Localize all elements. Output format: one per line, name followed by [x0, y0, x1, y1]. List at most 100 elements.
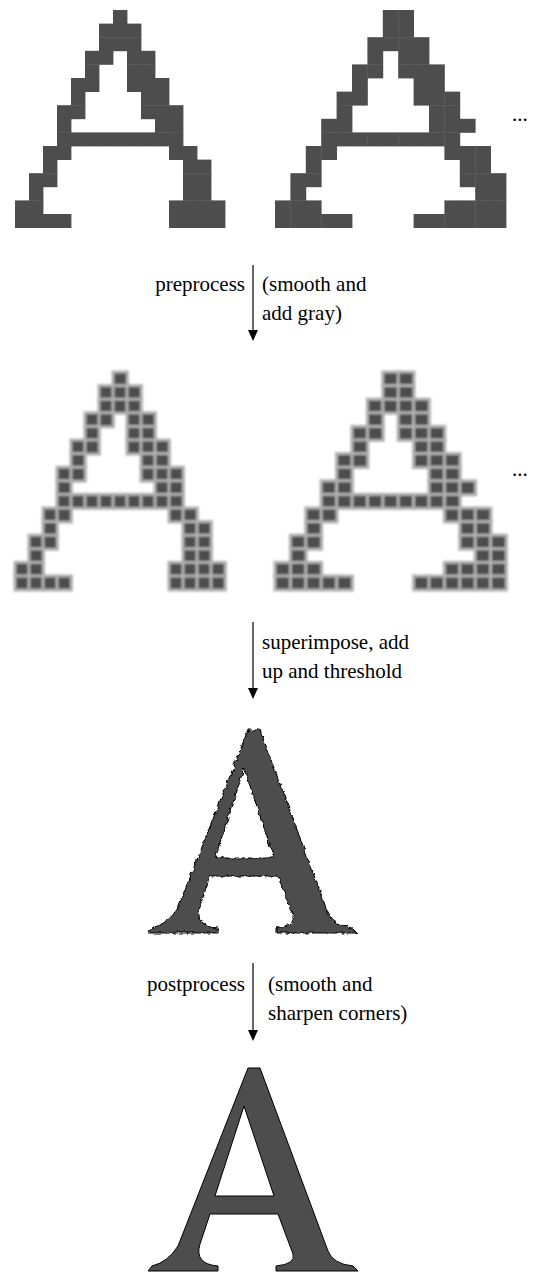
pixel — [169, 132, 183, 146]
pixel — [414, 51, 430, 65]
pixel — [141, 413, 155, 427]
arrow — [248, 622, 258, 699]
ellipsis: ... — [512, 100, 528, 129]
pixel — [57, 508, 71, 522]
pixel — [398, 64, 414, 78]
pixel — [197, 200, 211, 214]
pixel — [85, 64, 99, 78]
pixel — [414, 440, 430, 454]
pixel — [85, 413, 99, 427]
pixel — [85, 132, 99, 146]
pixel — [429, 576, 445, 590]
pixel — [169, 200, 183, 214]
pixel — [460, 535, 476, 549]
pixel — [141, 467, 155, 481]
pixel-letter — [15, 372, 225, 590]
pixel — [460, 146, 476, 160]
pixel — [429, 105, 445, 119]
step-name: preprocess — [155, 270, 245, 299]
pixel — [99, 132, 113, 146]
pixel — [414, 399, 430, 413]
pixel — [99, 51, 113, 65]
pixel — [275, 562, 291, 576]
pixel — [475, 562, 491, 576]
pixel — [337, 481, 353, 495]
pixel — [183, 522, 197, 536]
pixel — [183, 214, 197, 228]
pixel — [475, 173, 491, 187]
pixel — [352, 132, 368, 146]
pixel — [43, 576, 57, 590]
pixel — [429, 426, 445, 440]
pixel — [183, 508, 197, 522]
pixel — [183, 200, 197, 214]
pixel — [183, 549, 197, 563]
pixel — [429, 78, 445, 92]
pixel-letters — [15, 10, 506, 228]
pixel — [141, 132, 155, 146]
pixel — [414, 132, 430, 146]
pixel — [352, 64, 368, 78]
pixel — [383, 372, 399, 386]
pixel — [57, 105, 71, 119]
pixel — [398, 10, 414, 24]
pixel — [460, 173, 476, 187]
pixel — [127, 24, 141, 38]
pixel — [383, 132, 399, 146]
pixel — [367, 132, 383, 146]
pixel — [444, 200, 460, 214]
pixel — [85, 78, 99, 92]
pixel — [183, 576, 197, 590]
pixel — [275, 200, 291, 214]
pixel — [367, 64, 383, 78]
pixel — [444, 214, 460, 228]
pixel-letter — [275, 372, 506, 590]
pixel — [398, 413, 414, 427]
pixel — [398, 51, 414, 65]
pixel — [43, 214, 57, 228]
ellipsis: ... — [512, 455, 528, 484]
pixel — [367, 494, 383, 508]
pixel — [57, 467, 71, 481]
pixel — [15, 576, 29, 590]
pixel — [383, 10, 399, 24]
pixel — [475, 160, 491, 174]
pixel — [211, 562, 225, 576]
pixel — [429, 214, 445, 228]
pixel — [398, 386, 414, 400]
pixel — [141, 454, 155, 468]
arrow — [248, 963, 258, 1041]
pixel — [337, 454, 353, 468]
pixel — [275, 214, 291, 228]
pixel — [99, 386, 113, 400]
pixel — [15, 562, 29, 576]
pixel — [99, 413, 113, 427]
pixel — [414, 37, 430, 51]
pixel — [429, 494, 445, 508]
pixel — [475, 146, 491, 160]
pixel — [460, 562, 476, 576]
pixel — [367, 413, 383, 427]
pixel — [113, 386, 127, 400]
pixel — [169, 508, 183, 522]
pixel — [183, 187, 197, 201]
pixel — [15, 200, 29, 214]
pixel — [197, 535, 211, 549]
pixel — [321, 119, 337, 133]
pixel — [444, 105, 460, 119]
pixel — [113, 132, 127, 146]
pixel — [71, 440, 85, 454]
pixel — [57, 119, 71, 133]
pixel — [444, 467, 460, 481]
pixel — [71, 78, 85, 92]
pixel — [71, 454, 85, 468]
final-letter — [148, 1068, 358, 1271]
pixel — [113, 37, 127, 51]
step-name: postprocess — [147, 970, 245, 999]
pixel — [57, 132, 71, 146]
pixel — [337, 467, 353, 481]
pixel — [71, 105, 85, 119]
pixel — [57, 576, 71, 590]
pixel — [321, 146, 337, 160]
pixel — [398, 132, 414, 146]
